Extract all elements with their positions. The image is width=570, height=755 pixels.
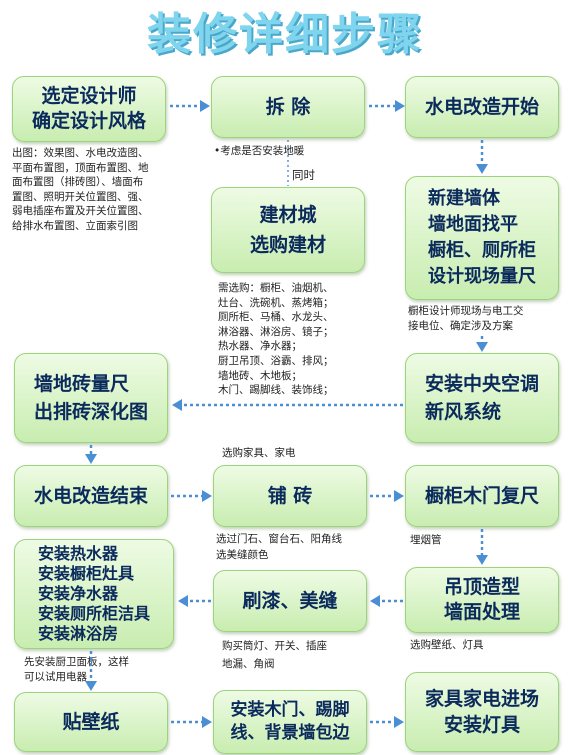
step-select-designer[interactable]: 选定设计师 确定设计风格 — [12, 76, 166, 142]
note-furniture-select: 选购家具、家电 — [222, 447, 296, 459]
note-smoke-pipe: 埋烟管 — [410, 534, 442, 546]
step-label: 贴壁纸 — [62, 710, 120, 733]
step-label: 家具家电进场 安装灯具 — [424, 688, 539, 736]
arrow-ac-to-tile-measure — [172, 399, 403, 411]
note-wallpaper-lamps: 选购壁纸、灯具 — [410, 639, 484, 651]
step-label: 吊顶造型 墙面处理 — [443, 576, 520, 623]
arrow-tile-measure-to-plumbing-end — [85, 445, 97, 464]
step-label: 安装热水器 安装橱柜灶具 安装净水器 安装厕所柜洁具 安装淋浴房 — [37, 544, 150, 643]
step-label: 墙地砖量尺 出排砖深化图 — [33, 373, 148, 423]
page-title: 装修详细步骤 — [147, 9, 423, 60]
arrow-doors-to-furniture — [370, 716, 404, 728]
arrow-walls-to-ac — [476, 336, 488, 352]
arrow-paint-to-fixtures — [178, 595, 211, 607]
arrow-remeasure-to-ceiling — [476, 529, 488, 565]
step-plumbing-start[interactable]: 水电改造开始 — [405, 76, 559, 138]
step-demolish[interactable]: 拆 除 — [211, 76, 365, 138]
step-buy-materials[interactable]: 建材城 选购建材 — [211, 187, 365, 273]
step-ceiling-wall[interactable]: 吊顶造型 墙面处理 — [405, 567, 559, 633]
note-materials-list: 需选购：橱柜、油烟机、 灶台、洗碗机、蒸烤箱； 厕所柜、马桶、水龙头、 淋浴器、… — [218, 282, 334, 397]
step-label: 建材城 选购建材 — [249, 204, 326, 256]
step-tiling[interactable]: 铺 砖 — [213, 465, 367, 527]
arrow-wallpaper-to-doors — [171, 716, 212, 728]
step-label: 选定设计师 确定设计风格 — [31, 85, 146, 132]
step-wallpaper[interactable]: 贴壁纸 — [14, 692, 168, 752]
arrow-plumbing-end-to-tiling — [171, 490, 212, 502]
note-stone-select: 选过门石、窗台石、阳角线 选美缝颜色 — [216, 533, 342, 561]
arrow-tiling-to-remeasure — [370, 490, 404, 502]
step-label: 水电改造结束 — [33, 484, 148, 507]
step-label: 安装木门、踢脚 线、背景墙包边 — [230, 700, 350, 743]
step-label: 新建墙体 墙地面找平 橱柜、厕所柜 设计现场量尺 — [428, 188, 536, 287]
note-cabinet-designer: 橱柜设计师现场与电工交 接电位、确定涉及方案 — [408, 305, 524, 332]
note-floor-heating: •考虑是否安装地暖 — [214, 145, 305, 157]
step-cabinet-door-remeasure[interactable]: 橱柜木门复尺 — [405, 465, 559, 527]
step-paint-caulk[interactable]: 刷漆、美缝 — [213, 570, 367, 632]
step-tile-measure[interactable]: 墙地砖量尺 出排砖深化图 — [14, 353, 168, 443]
arrow-demolish-to-plumbing — [369, 100, 405, 112]
note-drawings: 出图：效果图、水电改造图、 平面布置图，顶面布置图、地 面布置图（排砖图）、墙面… — [12, 147, 149, 232]
step-label: 水电改造开始 — [424, 95, 539, 118]
arrow-plumbing-to-walls — [476, 140, 488, 174]
step-ac-fresh-air[interactable]: 安装中央空调 新风系统 — [405, 353, 559, 443]
step-label: 拆 除 — [265, 95, 311, 118]
arrow-ceiling-to-paint — [370, 595, 403, 607]
arrow-designer-to-demolish — [170, 100, 210, 112]
step-fixtures-install[interactable]: 安装热水器 安装橱柜灶具 安装净水器 安装厕所柜洁具 安装淋浴房 — [14, 539, 174, 649]
note-simultaneous: 同时 — [292, 168, 315, 182]
step-label: 安装中央空调 新风系统 — [424, 373, 539, 423]
step-walls-cabinets[interactable]: 新建墙体 墙地面找平 橱柜、厕所柜 设计现场量尺 — [405, 176, 559, 300]
step-plumbing-end[interactable]: 水电改造结束 — [14, 465, 168, 527]
note-hood-panel: 先安装厨卫面板，这样 可以试用电器 — [24, 656, 129, 683]
step-label: 橱柜木门复尺 — [424, 484, 539, 507]
step-label: 铺 砖 — [267, 484, 313, 507]
arrow-fixtures-to-wallpaper — [85, 651, 97, 691]
note-lamps-switches: 购买筒灯、开关、插座 地漏、角阀 — [222, 640, 327, 670]
step-doors-skirting[interactable]: 安装木门、踢脚 线、背景墙包边 — [213, 690, 367, 754]
step-furniture-lights[interactable]: 家具家电进场 安装灯具 — [405, 672, 559, 752]
step-label: 刷漆、美缝 — [242, 589, 338, 612]
